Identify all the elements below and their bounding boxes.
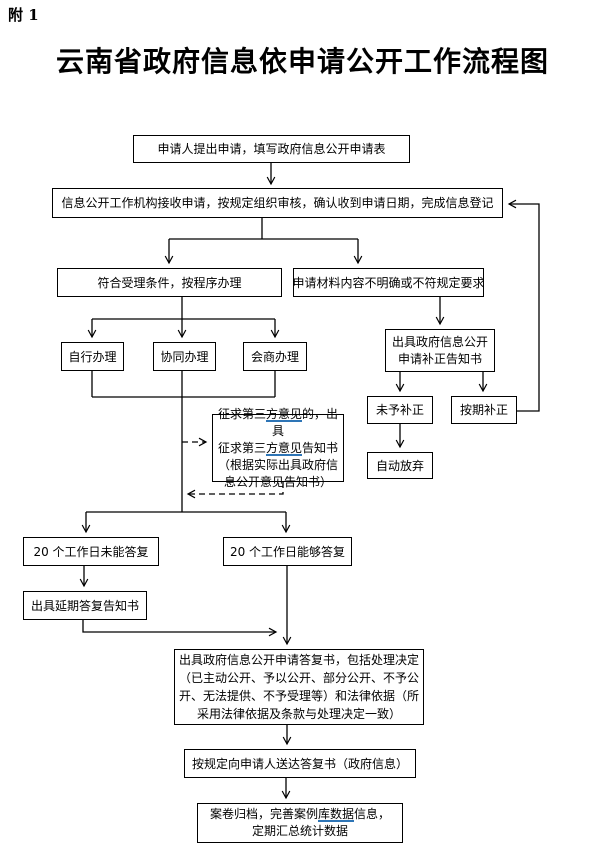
node-self-handle-label: 自行办理 — [68, 349, 117, 364]
underlined-text: 方意见 — [265, 440, 302, 455]
node-reply-decision: 出具政府信息公开申请答复书，包括处理决定 （已主动公开、予以公开、部分公开、不予… — [174, 649, 424, 725]
node-supplement-notice-label: 出具政府信息公开 申请补正告知书 — [391, 334, 488, 366]
node-apply: 申请人提出申请，填写政府信息公开申请表 — [133, 135, 410, 163]
node-co-handle-label: 协同办理 — [160, 349, 209, 364]
node-co-handle: 协同办理 — [153, 342, 216, 371]
node-deliver-reply: 按规定向申请人送达答复书（政府信息） — [184, 749, 416, 778]
node-unclear-label: 申请材料内容不明确或不符规定要求 — [292, 275, 485, 290]
node-not-supplemented-label: 未予补正 — [375, 403, 424, 417]
node-supplemented-on-time-label: 按期补正 — [459, 403, 508, 417]
node-third-party-opinion: 征求第三方意见的，出具 征求第三方意见告知书 （根据实际出具政府信 息公开意见告… — [212, 407, 344, 489]
node-reply-decision-label: 出具政府信息公开申请答复书，包括处理决定 （已主动公开、予以公开、部分公开、不予… — [178, 653, 419, 721]
node-apply-label: 申请人提出申请，填写政府信息公开申请表 — [157, 142, 386, 156]
node-delay-notice-label: 出具延期答复告知书 — [30, 598, 139, 613]
attachment-label: 附 1 — [8, 6, 39, 24]
node-not-answered-20-days-label: 20 个工作日未能答复 — [33, 544, 149, 559]
node-qualify-label: 符合受理条件，按程序办理 — [97, 275, 242, 290]
node-answered-20-days-label: 20 个工作日能够答复 — [229, 544, 346, 559]
node-supplemented-on-time: 按期补正 — [451, 396, 517, 424]
node-receive-label: 信息公开工作机构接收申请，按规定组织审核，确认收到申请日期，完成信息登记 — [61, 196, 494, 210]
node-supplement-notice: 出具政府信息公开 申请补正告知书 — [385, 329, 495, 372]
underlined-text: 库数据 — [317, 807, 354, 821]
node-auto-give-up: 自动放弃 — [367, 452, 433, 479]
node-receive: 信息公开工作机构接收申请，按规定组织审核，确认收到申请日期，完成信息登记 — [52, 188, 503, 218]
node-delay-notice: 出具延期答复告知书 — [23, 591, 147, 620]
page-title: 云南省政府信息依申请公开工作流程图 — [55, 45, 549, 78]
node-not-answered-20-days: 20 个工作日未能答复 — [23, 537, 159, 566]
node-answered-20-days: 20 个工作日能够答复 — [223, 537, 352, 566]
node-unclear: 申请材料内容不明确或不符规定要求 — [292, 268, 485, 297]
node-joint-handle: 会商办理 — [243, 342, 307, 371]
node-third-party-opinion-label: 征求第三方意见的，出具 征求第三方意见告知书 （根据实际出具政府信 息公开意见告… — [217, 406, 339, 489]
node-joint-handle-label: 会商办理 — [250, 349, 299, 364]
node-qualify: 符合受理条件，按程序办理 — [57, 268, 282, 297]
node-deliver-reply-label: 按规定向申请人送达答复书（政府信息） — [191, 756, 408, 771]
underlined-text: 方意见 — [265, 406, 302, 421]
node-archive-label: 案卷归档，完善案例库数据信息， 定期汇总统计数据 — [209, 807, 391, 838]
node-auto-give-up-label: 自动放弃 — [375, 458, 424, 473]
node-archive: 案卷归档，完善案例库数据信息， 定期汇总统计数据 — [197, 803, 403, 843]
node-self-handle: 自行办理 — [61, 342, 124, 371]
node-not-supplemented: 未予补正 — [367, 396, 433, 424]
